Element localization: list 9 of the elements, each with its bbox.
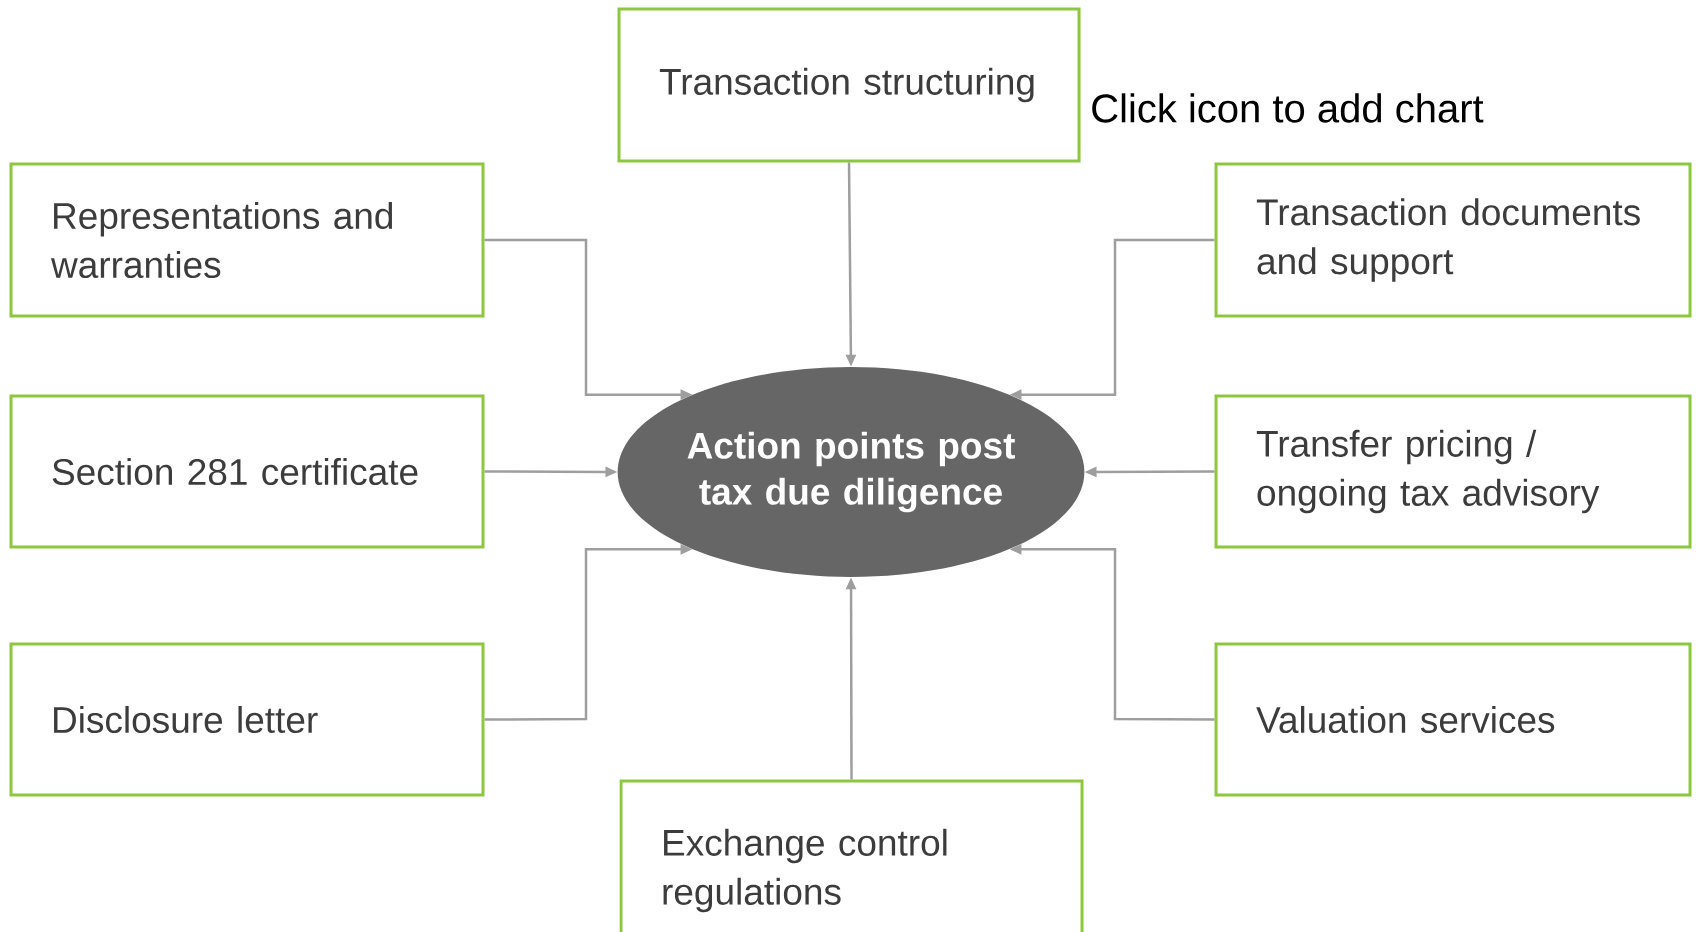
text-box: Section 281 certificate: [9, 394, 485, 549]
text-box: Transaction structuring: [617, 7, 1081, 163]
text-box: Valuation services: [1214, 642, 1692, 797]
text-box: Transfer pricing / ongoing tax advisory: [1214, 394, 1692, 549]
text-box: Transaction documents and support: [1214, 162, 1692, 318]
placeholder-text: Click icon to add chart: [1092, 93, 1484, 123]
text-box: Representations and warranties: [9, 162, 485, 318]
text-box: Exchange control regulations: [619, 779, 1084, 932]
text-box: Disclosure letter: [9, 642, 485, 797]
